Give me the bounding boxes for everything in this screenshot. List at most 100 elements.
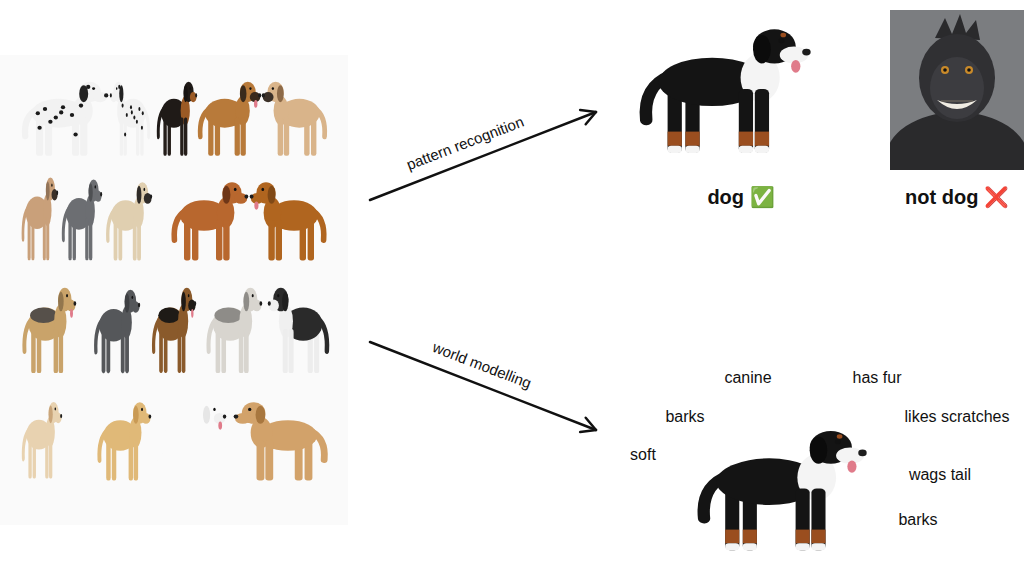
dog-photo (132, 301, 140, 313)
dog-photo (96, 290, 140, 374)
dog-photo (268, 301, 271, 306)
dog-photo (256, 406, 266, 424)
attribute-word: canine (724, 369, 771, 387)
dog-photo (277, 85, 284, 102)
attribute-word: barks (665, 408, 704, 426)
dog-photo (209, 288, 263, 373)
bernese-dog (668, 146, 682, 153)
monkey-photo (919, 34, 995, 122)
dog-photo (138, 303, 140, 308)
dog-photo (25, 82, 108, 156)
dog-photo (181, 292, 186, 312)
dog-photo (188, 294, 190, 297)
dog-photo (203, 406, 210, 424)
dog-photo (63, 179, 102, 260)
dog-photo (158, 307, 180, 323)
dog-photo (95, 185, 96, 188)
dog-photo (252, 294, 254, 297)
dog-photo (100, 192, 102, 196)
dog-photo (95, 191, 102, 202)
dog-photo (160, 402, 227, 480)
bernese-dog (704, 431, 867, 550)
attribute-word: likes scratches (905, 408, 1010, 426)
bernese-dog (685, 132, 699, 146)
dog-photo (52, 189, 58, 200)
dog-photo (110, 93, 112, 97)
dog-photo (194, 301, 196, 306)
dog-photo (276, 220, 282, 261)
dog-photo (46, 181, 50, 200)
dog-photo (272, 87, 274, 90)
dog-photo (126, 113, 128, 117)
dog-photo (268, 186, 276, 204)
dog-photo (190, 87, 191, 90)
dog-photo (92, 87, 95, 90)
dog-photo (214, 307, 242, 323)
dog-photo (118, 85, 120, 89)
dog-photo (248, 408, 251, 411)
dog-photo (282, 292, 288, 312)
dog-photo (182, 329, 186, 373)
dog-photo (216, 220, 222, 261)
dog-photo (136, 120, 138, 124)
dog-photo (37, 126, 41, 130)
dog-photo (121, 330, 125, 373)
dog-photo (124, 132, 126, 136)
bernese-dog (739, 89, 753, 153)
bernese-dog (835, 440, 841, 445)
bernese-dog (802, 49, 811, 56)
bernese-dog (668, 132, 682, 146)
arrow-label: world modelling (430, 338, 533, 391)
monkey-photo (937, 100, 977, 109)
dog-photo (133, 115, 135, 119)
monkey-photo (967, 68, 971, 72)
dog-photo (262, 82, 325, 156)
dog-photo (134, 440, 138, 481)
dog-photo (125, 294, 130, 313)
dog-photo (277, 294, 279, 297)
dog-photo (23, 178, 58, 261)
result-label: not dog ❌ (905, 186, 1009, 209)
dog-photo (45, 439, 48, 479)
dog-photo (43, 107, 47, 111)
dog-photo (66, 294, 68, 297)
dog-photo (265, 440, 273, 481)
dog-photo (120, 118, 123, 156)
dog-photo (223, 414, 226, 418)
dog-photo (89, 183, 93, 202)
dog-photo (49, 406, 53, 424)
arrow (370, 112, 596, 200)
dog-photo (184, 85, 188, 102)
bernese-dog (780, 33, 786, 38)
dog-photo (138, 107, 140, 111)
bernese-dog (755, 132, 769, 146)
bernese-dog (811, 489, 825, 551)
dog-photo (250, 182, 324, 260)
dog-photo (191, 309, 193, 318)
dog-photo (235, 118, 240, 156)
dog-photo (144, 193, 152, 204)
dog-photo (204, 440, 210, 481)
dog-photo (154, 288, 197, 373)
dog-photo (24, 288, 76, 373)
dog-photo (86, 85, 90, 89)
dog-photo (137, 220, 141, 261)
result-label: dog ✅ (707, 186, 774, 209)
bernese-dog (811, 530, 825, 544)
dog-photo (46, 218, 49, 261)
dog-photo (59, 329, 63, 373)
dog-photo (235, 413, 251, 424)
dog-photo (70, 113, 74, 117)
arrow-label: pattern recognition (404, 113, 526, 174)
dog-photo (73, 132, 77, 136)
attribute-word: wags tail (909, 466, 971, 484)
dog-photo (72, 118, 79, 156)
dog-photo (254, 202, 258, 210)
bernese-dog (837, 434, 843, 438)
dog-photo (141, 126, 143, 130)
dog-photo (116, 87, 117, 90)
dog-photo (23, 402, 62, 479)
dog-photo (262, 93, 265, 97)
dog-photo (234, 402, 325, 480)
dog-photo (85, 219, 88, 261)
